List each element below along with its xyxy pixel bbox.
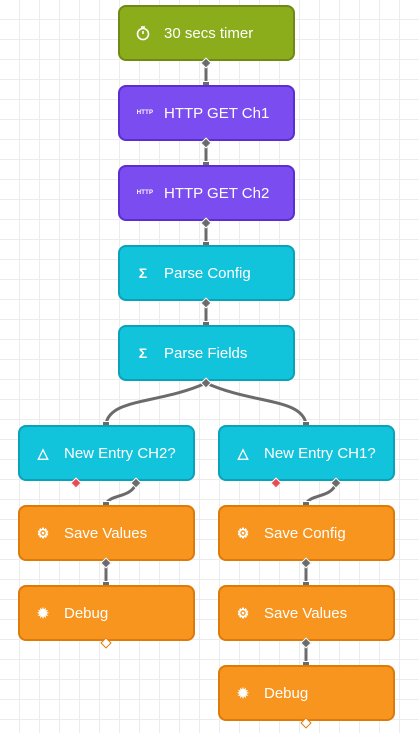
wire-new-entry-ch1-save-config[interactable] bbox=[304, 481, 338, 506]
node-new-entry-ch1[interactable]: △ New Entry CH1? bbox=[218, 425, 395, 481]
node-http-get-ch2[interactable]: HTTP HTTP GET Ch2 bbox=[118, 165, 295, 221]
node-debug-left[interactable]: ✹ Debug bbox=[18, 585, 195, 641]
node-label: Debug bbox=[64, 604, 109, 622]
node-parse-fields[interactable]: Σ Parse Fields bbox=[118, 325, 295, 381]
sigma-icon: Σ bbox=[138, 345, 148, 361]
node-label: New Entry CH1? bbox=[264, 444, 376, 462]
http-icon: HTTP bbox=[136, 110, 154, 116]
node-label: Debug bbox=[264, 684, 309, 702]
triangle-icon: △ bbox=[37, 445, 49, 461]
node-label: Save Values bbox=[264, 604, 348, 622]
http-icon: HTTP bbox=[136, 190, 154, 196]
node-http-get-ch1[interactable]: HTTP HTTP GET Ch1 bbox=[118, 85, 295, 141]
gear-icon: ⚙ bbox=[236, 525, 250, 541]
bug-icon: ✹ bbox=[237, 685, 249, 701]
node-label: New Entry CH2? bbox=[64, 444, 176, 462]
node-parse-config[interactable]: Σ Parse Config bbox=[118, 245, 295, 301]
node-label: Save Values bbox=[64, 524, 148, 542]
gear-icon: ⚙ bbox=[236, 605, 250, 621]
node-save-values-left[interactable]: ⚙ Save Values bbox=[18, 505, 195, 561]
timer-icon bbox=[134, 24, 152, 42]
gear-icon: ⚙ bbox=[36, 525, 50, 541]
node-label: Parse Config bbox=[164, 264, 251, 282]
node-label: Save Config bbox=[264, 524, 346, 542]
wire-parse-fields-new-entry-ch2[interactable] bbox=[104, 381, 208, 426]
wire-parse-fields-new-entry-ch1[interactable] bbox=[204, 381, 308, 426]
node-label: 30 secs timer bbox=[164, 24, 254, 42]
node-label: Parse Fields bbox=[164, 344, 248, 362]
node-label: HTTP GET Ch2 bbox=[164, 184, 270, 202]
node-new-entry-ch2[interactable]: △ New Entry CH2? bbox=[18, 425, 195, 481]
node-save-config[interactable]: ⚙ Save Config bbox=[218, 505, 395, 561]
node-debug-right[interactable]: ✹ Debug bbox=[218, 665, 395, 721]
bug-icon: ✹ bbox=[37, 605, 49, 621]
node-timer[interactable]: 30 secs timer bbox=[118, 5, 295, 61]
node-label: HTTP GET Ch1 bbox=[164, 104, 270, 122]
sigma-icon: Σ bbox=[138, 265, 148, 281]
node-save-values-right[interactable]: ⚙ Save Values bbox=[218, 585, 395, 641]
triangle-icon: △ bbox=[237, 445, 249, 461]
wire-new-entry-ch2-save-values[interactable] bbox=[104, 481, 138, 506]
